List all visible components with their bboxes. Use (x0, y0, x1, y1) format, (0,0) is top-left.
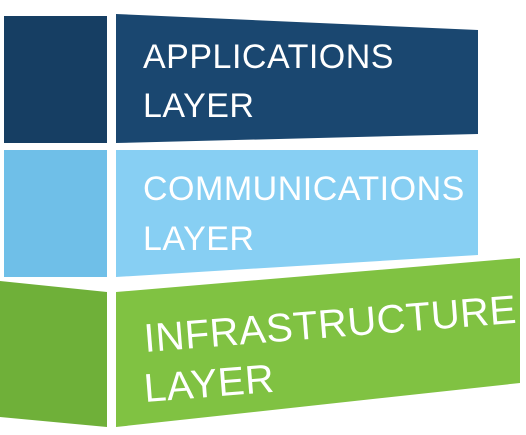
infrastructure-layer: INFRASTRUCTURE LAYER (0, 258, 520, 427)
communications-layer-subtitle: LAYER (143, 220, 254, 258)
applications-layer-front-face (116, 14, 478, 143)
infrastructure-layer-side-face (0, 281, 107, 427)
communications-layer-title: COMMUNICATIONS (143, 170, 465, 208)
applications-layer-side-face (4, 16, 107, 143)
infrastructure-layer-subtitle: LAYER (142, 357, 276, 411)
applications-layer: APPLICATIONS LAYER (4, 14, 478, 143)
communications-layer-side-face (4, 150, 107, 277)
applications-layer-title: APPLICATIONS (143, 38, 394, 76)
communications-layer-front-face (116, 150, 478, 277)
infrastructure-layer-front-face (116, 258, 520, 427)
communications-layer: COMMUNICATIONS LAYER (4, 150, 478, 277)
applications-layer-subtitle: LAYER (143, 87, 254, 125)
